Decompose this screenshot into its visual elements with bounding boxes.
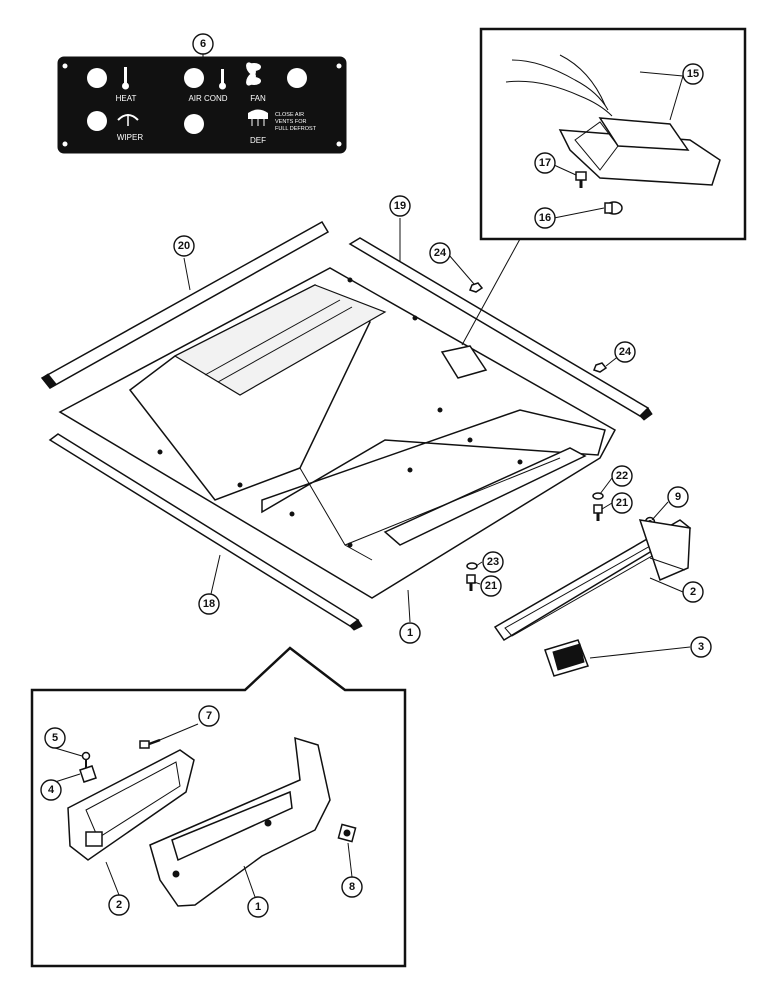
svg-text:5: 5 — [52, 732, 58, 744]
leader-lines — [54, 54, 691, 898]
air-cond-knob-hole — [184, 68, 204, 88]
fan-icon — [246, 62, 261, 86]
clip-screw — [81, 751, 91, 768]
callout-19: 19 — [389, 195, 411, 217]
svg-text:9: 9 — [675, 491, 681, 503]
screw-21-lower — [466, 574, 476, 591]
svg-text:2: 2 — [116, 899, 122, 911]
lamp-screw — [575, 171, 587, 188]
air-cond-label: AIR COND — [188, 94, 227, 103]
washer-23 — [466, 562, 478, 570]
svg-text:17: 17 — [539, 157, 551, 169]
washer-22 — [592, 492, 604, 500]
defrost-icon — [248, 109, 268, 126]
callout-21-lower: 21 — [480, 575, 502, 597]
wiper-label: WIPER — [117, 133, 143, 142]
svg-text:21: 21 — [616, 497, 628, 509]
callout-9: 9 — [667, 486, 689, 508]
svg-text:24: 24 — [434, 247, 447, 259]
def-note-line-1: CLOSE AIR — [275, 112, 304, 118]
front-retainer-strip — [48, 433, 363, 631]
callout-18: 18 — [198, 593, 220, 615]
def-note-line-2: VENTS FOR — [275, 119, 307, 125]
svg-text:1: 1 — [255, 901, 261, 913]
wiper-knob-hole — [87, 111, 107, 131]
wiper-icon — [117, 114, 139, 126]
svg-text:7: 7 — [206, 710, 212, 722]
def-note-line-3: FULL DEFROST — [275, 126, 317, 132]
nut-24-lower — [593, 362, 608, 373]
right-retainer-strip — [348, 237, 653, 421]
nut-24-upper — [469, 282, 484, 293]
svg-text:15: 15 — [687, 68, 699, 80]
callout-2-detail: 2 — [108, 894, 130, 916]
callout-20: 20 — [173, 235, 195, 257]
fan-knob-hole — [287, 68, 307, 88]
svg-text:8: 8 — [349, 881, 355, 893]
svg-text:23: 23 — [487, 556, 499, 568]
callout-24-lower: 24 — [614, 341, 636, 363]
screw-21-upper — [593, 504, 603, 521]
roof-headliner-panel — [58, 267, 617, 599]
callout-21-upper: 21 — [611, 492, 633, 514]
callout-16: 16 — [534, 207, 556, 229]
svg-text:19: 19 — [394, 200, 406, 212]
callout-1-main: 1 — [399, 622, 421, 644]
def-knob-hole — [184, 114, 204, 134]
callout-3: 3 — [690, 636, 712, 658]
control-panel-decal: HEAT AIR COND FAN WIPER DEF CLOSE AIR VE… — [57, 56, 347, 154]
svg-text:3: 3 — [698, 641, 704, 653]
lamp-inset-box — [479, 27, 747, 241]
vent-detail-inset-box — [30, 646, 407, 968]
callout-8: 8 — [341, 876, 363, 898]
callout-1-detail: 1 — [247, 896, 269, 918]
svg-text:18: 18 — [203, 598, 215, 610]
svg-text:16: 16 — [539, 212, 551, 224]
thermometer-icon — [122, 67, 129, 90]
left-rear-retainer-strip — [40, 220, 330, 389]
svg-text:24: 24 — [619, 346, 632, 358]
svg-text:1: 1 — [407, 627, 413, 639]
heat-knob-hole — [87, 68, 107, 88]
def-label: DEF — [250, 136, 266, 145]
vent-louver — [544, 639, 589, 677]
callout-17: 17 — [534, 152, 556, 174]
callout-5: 5 — [44, 727, 66, 749]
callout-15: 15 — [682, 63, 704, 85]
vent-frame — [493, 519, 692, 642]
callout-2-upper: 2 — [682, 581, 704, 603]
svg-text:4: 4 — [48, 784, 55, 796]
svg-text:21: 21 — [485, 580, 497, 592]
lamp-bulb — [604, 201, 623, 215]
square-nut — [337, 823, 357, 843]
svg-text:22: 22 — [616, 470, 628, 482]
speed-nut-clip — [79, 765, 97, 783]
callout-24-upper: 24 — [429, 242, 451, 264]
callout-6: 6 — [192, 33, 214, 55]
callout-4: 4 — [40, 779, 62, 801]
thermometer-cold-icon — [219, 69, 226, 90]
callout-22: 22 — [611, 465, 633, 487]
callout-7: 7 — [198, 705, 220, 727]
svg-text:2: 2 — [690, 586, 696, 598]
dome-lamp-lens — [598, 117, 690, 151]
heat-label: HEAT — [116, 94, 137, 103]
fan-label: FAN — [250, 94, 266, 103]
callout-23: 23 — [482, 551, 504, 573]
svg-text:6: 6 — [200, 38, 206, 50]
vent-opening-recess — [261, 409, 606, 514]
svg-text:20: 20 — [178, 240, 190, 252]
